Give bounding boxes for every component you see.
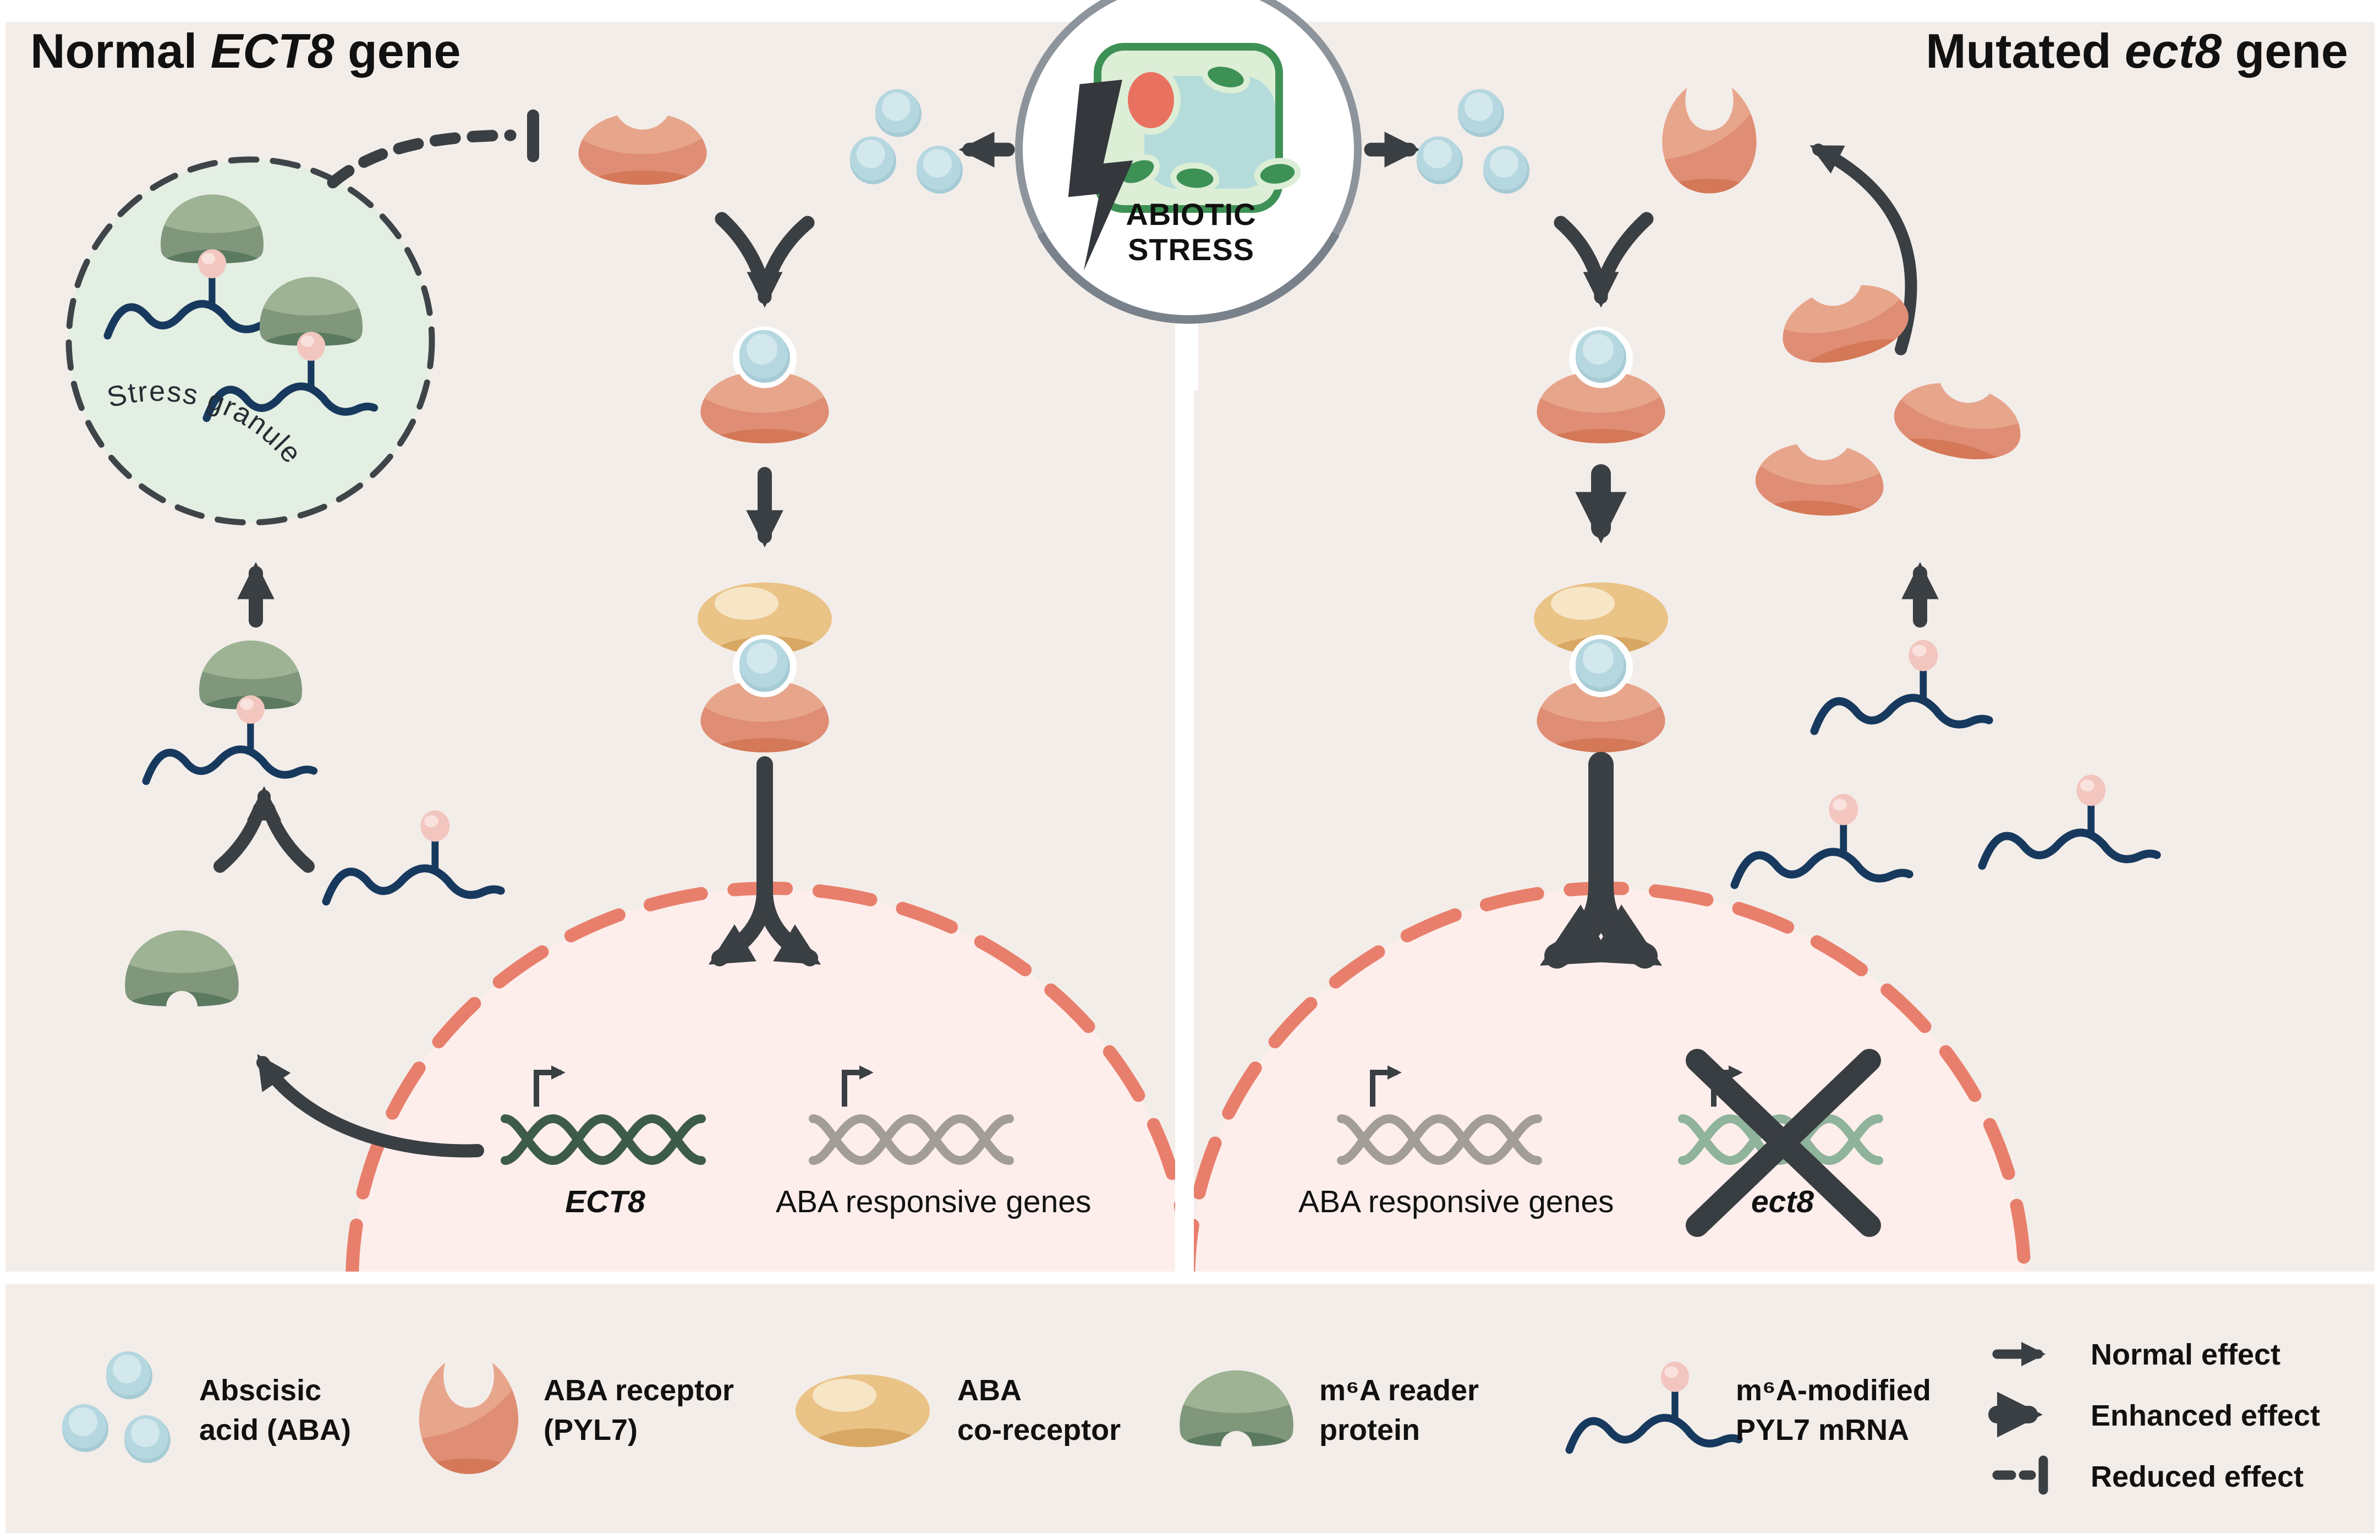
- knockout-x-icon: [1686, 1049, 1881, 1237]
- title-gene: ect8: [2125, 24, 2222, 78]
- mutated-pathway-art: [1194, 22, 2374, 1272]
- m6a-mrna: [1982, 774, 2157, 866]
- gene-aba-responsive: [813, 1065, 1010, 1160]
- translation-arrow-receptors: [1809, 144, 1917, 355]
- chloroplasts: [1115, 61, 1301, 194]
- m6a-reader-icon: [1144, 1318, 1329, 1515]
- normal-pathway-art: Stress granule: [65, 89, 1175, 1272]
- receptor-aba-complex: [688, 327, 842, 477]
- legend-item-aba: Abscisic acid (ABA): [199, 1374, 352, 1447]
- legend-normal-effect: Normal effect: [2091, 1338, 2281, 1371]
- reader-protein-apo: [90, 878, 275, 1075]
- aba-receptor-apo: [1652, 69, 1766, 221]
- receptor-aba-complex: [1524, 327, 1678, 477]
- title-prefix: Mutated: [1926, 24, 2125, 78]
- aba-receptor-icon: [408, 1343, 528, 1503]
- aba-receptor-apo: [566, 89, 720, 219]
- m6a-mrna: [1735, 794, 1910, 885]
- plant-cell: [1094, 43, 1301, 213]
- lightning-icon: [1068, 79, 1133, 271]
- legend-icons: [62, 1284, 2048, 1533]
- legend-reduced-effect: Reduced effect: [2091, 1460, 2304, 1493]
- gene-ect8: [505, 1065, 701, 1160]
- legend-enhanced-effect: Enhanced effect: [2091, 1399, 2321, 1432]
- title-prefix: Normal: [30, 24, 211, 78]
- aba-molecules: [1417, 89, 1529, 194]
- receptor-cluster: [1738, 247, 2046, 554]
- title-gene: ECT8: [210, 24, 334, 78]
- normal-pathway-panel: Stress granule: [6, 22, 1175, 1272]
- stress-granule: Stress granule: [65, 147, 435, 526]
- m6a-mrna-icon: [1570, 1362, 1739, 1450]
- signal-split-arrow: [708, 756, 821, 966]
- aba-icon: [62, 1351, 171, 1463]
- reduced-effect-arrow: [327, 109, 539, 189]
- ternary-complex: [688, 582, 842, 787]
- gene-ect8-mutated: [1682, 1049, 1881, 1237]
- left-panel-title: Normal ECT8 gene: [30, 23, 460, 79]
- title-suffix: gene: [334, 24, 461, 78]
- legend-item-coreceptor: ABA co-receptor: [957, 1374, 1121, 1447]
- translation-arrow: [256, 1054, 484, 1158]
- gene-label-ect8: ECT8: [565, 1184, 645, 1219]
- abiotic-stress-badge: [1015, 0, 1362, 391]
- m6a-mrna: [326, 810, 501, 901]
- badge-shadow: [1037, 232, 1340, 324]
- reader-mrna-complex: [146, 593, 334, 781]
- gene-label-aba-right: ABA responsive genes: [1298, 1184, 1614, 1219]
- right-panel-title: Mutated ect8 gene: [1926, 23, 2348, 79]
- enhanced-signal-split-arrow: [1539, 752, 1663, 969]
- aba-molecules: [850, 89, 963, 194]
- legend-item-receptor: ABA receptor (PYL7): [544, 1374, 734, 1447]
- gene-aba-responsive: [1341, 1065, 1538, 1160]
- title-suffix: gene: [2222, 24, 2348, 78]
- cell-nucleus: [1121, 65, 1181, 135]
- gene-label-ect8-mutated: ect8: [1751, 1184, 1814, 1219]
- merge-arrow: [715, 212, 815, 308]
- legend-panel: [6, 1284, 2374, 1533]
- reduced-effect-icon: [1992, 1455, 2048, 1495]
- merge-arrow: [1554, 212, 1654, 308]
- abiotic-stress-label: ABIOTIC STRESS: [1126, 197, 1257, 267]
- legend-item-mrna: m⁶A-modified PYL7 mRNA: [1736, 1374, 1931, 1447]
- mutated-pathway-panel: [1194, 22, 2374, 1272]
- m6a-mrna: [1814, 640, 1989, 731]
- aba-coreceptor-icon: [796, 1374, 939, 1492]
- ternary-complex: [1524, 582, 1678, 787]
- gene-label-aba-left: ABA responsive genes: [776, 1184, 1092, 1219]
- legend-item-reader: m⁶A reader protein: [1319, 1374, 1479, 1447]
- merge-arrow-up: [213, 786, 315, 873]
